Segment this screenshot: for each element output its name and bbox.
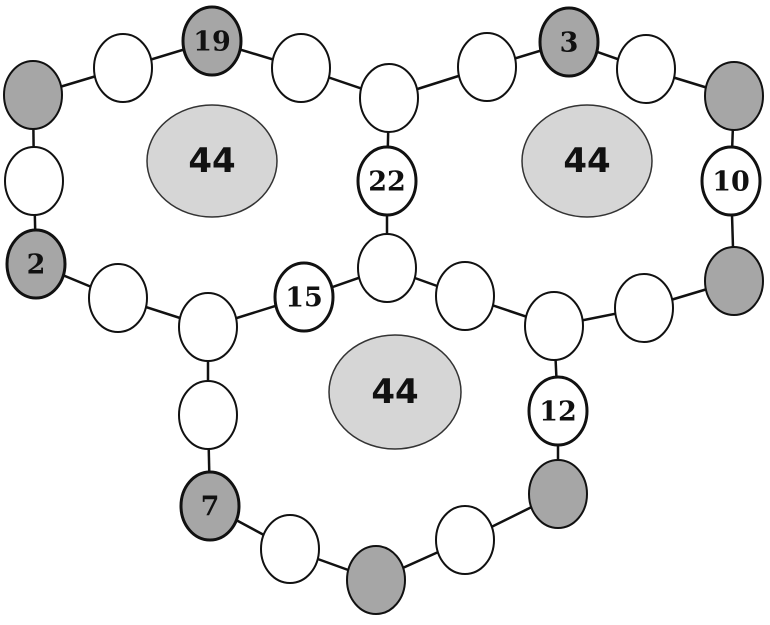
circle-B2 <box>528 459 588 529</box>
circle-J4 <box>524 291 584 361</box>
empty-circle <box>357 233 417 303</box>
circle-L4 <box>88 263 148 333</box>
circle-R1: 3 <box>538 6 600 78</box>
circle-L6 <box>4 146 64 216</box>
circle-number: 19 <box>193 27 231 58</box>
circle-number: 12 <box>539 397 577 428</box>
circle-number: 15 <box>285 283 323 314</box>
empty-circle <box>178 292 238 362</box>
center-bottom-oval <box>328 334 462 450</box>
circle-R2 <box>616 34 676 104</box>
number-circles: 19 22 15 2 3 10 12 7 <box>3 5 764 615</box>
circle-R0 <box>457 32 517 102</box>
empty-circle <box>457 32 517 102</box>
empty-circle <box>616 34 676 104</box>
empty-circle <box>614 273 674 343</box>
circle-R3 <box>704 61 764 131</box>
circle-L3 <box>271 33 331 103</box>
center-bottom: 44 <box>328 334 462 450</box>
center-left-oval <box>146 104 278 218</box>
center-left: 44 <box>146 104 278 218</box>
circle-L2: 19 <box>181 5 243 77</box>
empty-circle <box>273 261 335 333</box>
shaded-circle <box>5 228 67 300</box>
center-bottom-value: 44 <box>371 372 418 412</box>
circle-B5 <box>260 514 320 584</box>
empty-circle <box>356 145 418 217</box>
empty-circle <box>359 63 419 133</box>
empty-circle <box>527 375 589 447</box>
circle-R6 <box>614 273 674 343</box>
center-right: 44 <box>521 104 653 218</box>
circle-number: 10 <box>712 167 750 198</box>
center-right-value: 44 <box>563 141 610 181</box>
circle-number: 2 <box>27 250 46 281</box>
circle-L0 <box>3 60 63 130</box>
circle-B7 <box>178 380 238 450</box>
circle-L1 <box>93 33 153 103</box>
circle-number: 22 <box>368 167 406 198</box>
circle-B0: 15 <box>273 261 335 333</box>
empty-circle <box>271 33 331 103</box>
empty-circle <box>524 291 584 361</box>
circle-B3 <box>435 505 495 575</box>
circle-number: 7 <box>201 492 220 523</box>
empty-circle <box>178 380 238 450</box>
shaded-circle <box>704 61 764 131</box>
center-left-value: 44 <box>188 141 235 181</box>
shaded-circle <box>181 5 243 77</box>
circle-J3 <box>178 292 238 362</box>
center-right-oval <box>521 104 653 218</box>
circle-J1 <box>359 63 419 133</box>
empty-circle <box>435 261 495 331</box>
empty-circle <box>260 514 320 584</box>
circle-B4 <box>346 545 406 615</box>
circle-L5: 2 <box>5 228 67 300</box>
shaded-circle <box>346 545 406 615</box>
empty-circle <box>435 505 495 575</box>
shaded-circle <box>528 459 588 529</box>
shaded-circle <box>179 470 241 542</box>
circle-M2 <box>435 261 495 331</box>
circle-B6: 7 <box>179 470 241 542</box>
shaded-circle <box>704 246 764 316</box>
empty-circle <box>4 146 64 216</box>
circle-R5 <box>704 246 764 316</box>
circle-M1: 22 <box>356 145 418 217</box>
shaded-circle <box>3 60 63 130</box>
circle-B1: 12 <box>527 375 589 447</box>
empty-circle <box>700 145 762 217</box>
circle-R4: 10 <box>700 145 762 217</box>
empty-circle <box>93 33 153 103</box>
empty-circle <box>88 263 148 333</box>
circle-J2 <box>357 233 417 303</box>
circle-number: 3 <box>560 28 579 59</box>
shaded-circle <box>538 6 600 78</box>
